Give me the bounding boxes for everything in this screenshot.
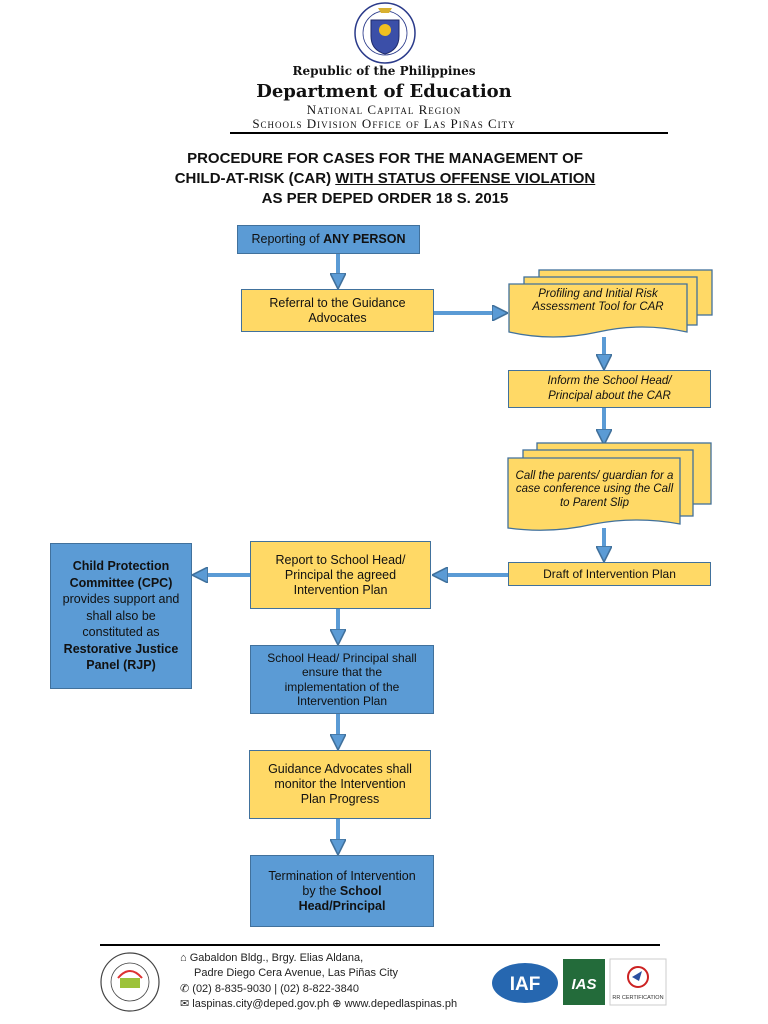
email-link[interactable]: laspinas.city@deped.gov.ph [192, 998, 330, 1010]
house-icon: ⌂ [180, 952, 187, 964]
call-parents-text: Call the parents/ guardian for a case co… [515, 469, 674, 509]
department-heading: Department of Education [256, 81, 512, 102]
rr-certification-logo: RR CERTIFICATION [609, 958, 667, 1006]
deped-seal-logo [354, 2, 416, 64]
email-icon: ✉ [180, 998, 190, 1010]
region-heading: National Capital Region [306, 102, 462, 117]
monitor-box: Guidance Advocates shall monitor the Int… [249, 750, 431, 819]
title-line-3: AS PER DEPED ORDER 18 S. 2015 [261, 190, 509, 207]
footer-address-1: ⌂ Gabaldon Bldg., Brgy. Elias Aldana, [180, 952, 363, 964]
footer-contact: ✉ laspinas.city@deped.gov.ph ⊕ www.deped… [180, 997, 457, 1010]
title-line-2b: WITH STATUS OFFENSE VIOLATION [335, 170, 596, 187]
reporting-bold: ANY PERSON [323, 232, 406, 246]
termination-bold: School Head/Principal [298, 883, 386, 913]
svg-text:IAF: IAF [510, 974, 541, 995]
title-line-2: CHILD-AT-RISK (CAR) WITH STATUS OFFENSE … [0, 170, 768, 187]
republic-heading: Republic of the Philippines [292, 64, 476, 78]
phone-text: (02) 8-835-9030 | (02) 8-822-3840 [192, 983, 360, 995]
profiling-text: Profiling and Initial Risk Assessment To… [532, 287, 664, 314]
address-line-1: Gabaldon Bldg., Brgy. Elias Aldana, [189, 952, 364, 964]
referral-box: Referral to the Guidance Advocates [241, 289, 434, 332]
termination-text: Termination of Intervention by the [268, 868, 416, 898]
report-head-box: Report to School Head/ Principal the agr… [250, 541, 431, 609]
ensure-box: School Head/ Principal shall ensure that… [250, 645, 434, 714]
draft-box: Draft of Intervention Plan [508, 562, 711, 586]
call-parents-multidocument-shape [507, 442, 712, 531]
globe-icon: ⊕ [332, 998, 342, 1010]
division-heading: Schools Division Office of Las Piñas Cit… [252, 116, 516, 131]
inform-box: Inform the School Head/ Principal about … [508, 370, 711, 408]
termination-box: Termination of Intervention by the Schoo… [250, 855, 434, 927]
rjp-title: Restorative Justice Panel (RJP) [63, 641, 179, 673]
phone-icon: ✆ [180, 983, 190, 995]
title-line-1: PROCEDURE FOR CASES FOR THE MANAGEMENT O… [187, 150, 583, 167]
svg-text:IAS: IAS [571, 976, 596, 993]
title-line-2a: CHILD-AT-RISK (CAR) [174, 170, 336, 187]
svg-text:RR CERTIFICATION: RR CERTIFICATION [612, 995, 663, 1001]
ias-logo: IAS [563, 959, 605, 1005]
cpc-text: provides support and shall also be const… [62, 592, 180, 640]
iaf-logo: IAF [492, 963, 558, 1003]
division-logo [100, 952, 160, 1012]
profiling-multidocument-shape [508, 269, 713, 338]
address-line-2: Padre Diego Cera Avenue, Las Piñas City [194, 967, 399, 979]
website-link[interactable]: www.depedlaspinas.ph [344, 998, 458, 1010]
cpc-title: Child Protection Committee (CPC) [69, 559, 173, 590]
reporting-box: Reporting of ANY PERSON [237, 225, 420, 254]
footer-phone: ✆ (02) 8-835-9030 | (02) 8-822-3840 [180, 982, 359, 995]
cpc-box: Child Protection Committee (CPC) provide… [50, 543, 192, 689]
flow-arrows [200, 254, 604, 847]
reporting-text: Reporting of [251, 232, 324, 246]
